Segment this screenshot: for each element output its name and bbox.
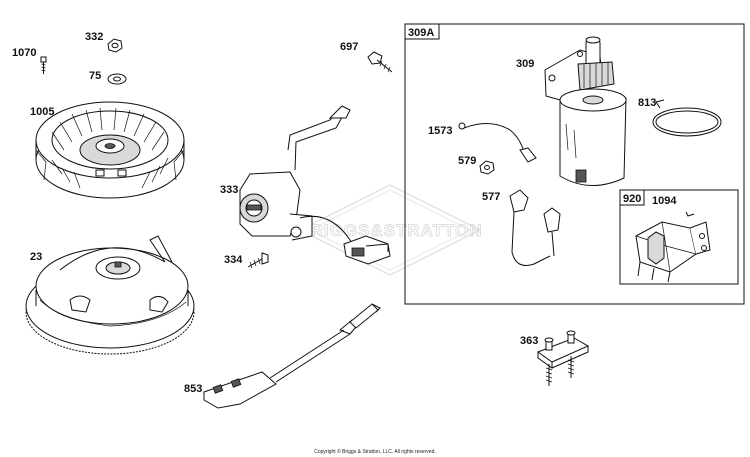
label-363: 363 <box>520 335 538 347</box>
label-813: 813 <box>638 97 656 109</box>
part-333-armature <box>239 105 391 265</box>
part-75-washer <box>107 73 127 85</box>
part-1094-solenoid <box>635 211 711 283</box>
watermark-logo: BRIGGS&STRATTON <box>297 184 482 276</box>
label-1573: 1573 <box>428 125 452 137</box>
part-309-starter-motor <box>544 36 627 187</box>
part-334-screw <box>247 252 269 269</box>
label-853: 853 <box>184 383 202 395</box>
label-920: 920 <box>623 193 641 205</box>
part-577-cable <box>509 189 561 266</box>
kit-920-frame <box>619 189 739 285</box>
label-579: 579 <box>458 155 476 167</box>
part-363-terminal-block <box>536 330 590 386</box>
copyright-notice: Copyright © Briggs & Stratton, LLC. All … <box>314 448 436 455</box>
label-333: 333 <box>220 184 238 196</box>
label-332: 332 <box>85 31 103 43</box>
label-577: 577 <box>482 191 500 203</box>
part-697-screw <box>367 51 393 73</box>
kit-920-tag <box>619 189 645 206</box>
label-23: 23 <box>30 251 42 263</box>
part-23-flywheel <box>25 235 195 355</box>
watermark-text: BRIGGS&STRATTON <box>297 221 482 240</box>
part-853-lead <box>203 303 381 409</box>
part-1573-wire <box>458 122 537 163</box>
label-1070: 1070 <box>12 47 36 59</box>
part-813-band <box>652 99 722 137</box>
label-697: 697 <box>340 41 358 53</box>
label-334: 334 <box>224 254 243 266</box>
label-75: 75 <box>89 70 101 82</box>
label-1005: 1005 <box>30 106 54 118</box>
label-309a: 309A <box>408 27 434 39</box>
label-1094: 1094 <box>652 195 677 207</box>
label-309: 309 <box>516 58 534 70</box>
part-1070-screw <box>40 56 47 74</box>
part-332-nut <box>107 38 123 53</box>
part-579-nut <box>479 160 495 175</box>
part-1005-fan <box>35 101 185 199</box>
kit-309a-frame <box>404 23 745 305</box>
kit-309a-tag <box>404 23 440 40</box>
